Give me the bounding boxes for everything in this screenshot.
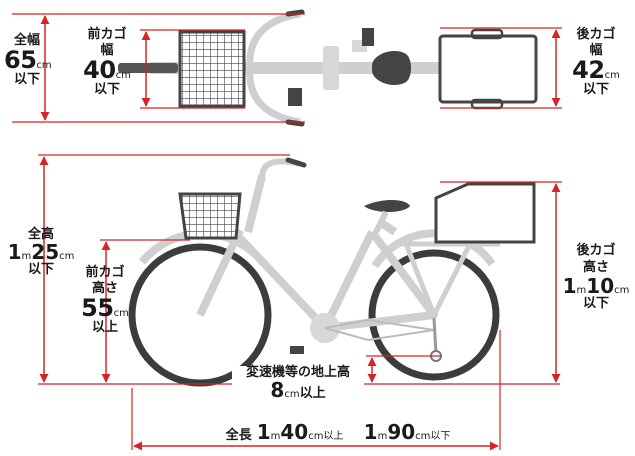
overall-length-min-cm: 40	[280, 420, 309, 444]
rear-basket-width-value: 42	[572, 56, 605, 84]
front-basket-width-label-block: 前カゴ 幅 40cm 以下	[76, 28, 138, 96]
front-basket-height-label: 前カゴ	[85, 265, 125, 280]
top-view-bicycle	[118, 9, 538, 127]
overall-width-label: 全幅	[13, 33, 40, 48]
front-basket-width-suffix: 以下	[93, 82, 120, 97]
front-basket-height-suffix: 以上	[91, 320, 118, 335]
overall-length-max-cm: 90	[387, 420, 416, 444]
front-basket-height-value: 55	[81, 294, 114, 322]
derailleur-clearance-value: 8	[270, 378, 285, 402]
top-rear-basket	[438, 34, 538, 104]
rear-basket-height-unit-cm: cm	[614, 285, 630, 296]
rear-basket	[434, 182, 536, 244]
front-basket	[178, 192, 242, 240]
derailleur-clearance-label-block: 変速機等の地上高 8cm以上	[232, 366, 364, 400]
rear-basket-height-value-cm: 10	[586, 274, 615, 298]
top-front-basket	[178, 30, 246, 108]
derailleur-arm	[432, 317, 438, 355]
overall-height-label-block: 全高 1m25cm 以下	[2, 228, 80, 276]
top-crank	[323, 46, 339, 90]
overall-width-suffix: 以下	[13, 72, 40, 87]
top-pedal-lower	[288, 88, 302, 106]
overall-length-min-unit-m: m	[270, 431, 281, 442]
front-basket-height-unit: cm	[113, 308, 129, 319]
overall-length-min-m: 1	[256, 420, 271, 444]
front-basket-width-value: 40	[83, 56, 116, 84]
overall-height-value-cm: 25	[31, 240, 60, 264]
overall-width-value: 65	[4, 46, 37, 74]
top-view-dimensions	[12, 13, 562, 123]
rear-basket-width-label2: 幅	[589, 43, 603, 58]
overall-width-label-block: 全幅 65cm 以下	[4, 33, 52, 87]
overall-length-min-suffix: 以上	[323, 431, 344, 442]
pedal	[290, 346, 304, 354]
top-rear-basket-handle-top	[470, 28, 504, 40]
derailleur-clearance-label: 変速機等の地上高	[245, 365, 350, 380]
top-pedal-upper	[362, 28, 374, 46]
seat-post	[373, 210, 389, 234]
rear-basket-width-suffix: 以下	[582, 82, 609, 97]
side-view-bicycle	[128, 157, 536, 387]
rear-basket-height-label2: 高さ	[582, 260, 609, 275]
front-wheel	[128, 243, 272, 387]
rear-basket-width-unit: cm	[604, 70, 620, 81]
front-basket-height-label2: 高さ	[91, 281, 118, 296]
front-basket-height-label-block: 前カゴ 高さ 55cm 以上	[76, 266, 134, 334]
front-basket-width-label: 前カゴ	[87, 27, 127, 42]
rear-rack	[398, 241, 500, 317]
rear-basket-height-label-block: 後カゴ 高さ 1m10cm 以下	[559, 244, 633, 310]
overall-length-max-unit-m: m	[377, 431, 388, 442]
rear-basket-height-suffix: 以下	[582, 296, 609, 311]
overall-length-max-m: 1	[363, 420, 378, 444]
handlebar-grip	[285, 157, 307, 168]
rear-basket-height-unit-m: m	[576, 285, 587, 296]
overall-height-unit-cm: cm	[59, 251, 75, 262]
overall-height-label: 全高	[27, 227, 54, 242]
overall-height-suffix: 以下	[27, 262, 54, 277]
overall-height-value-m: 1	[7, 240, 22, 264]
overall-width-unit: cm	[36, 60, 52, 71]
rear-wheel	[368, 249, 500, 381]
rear-basket-width-label: 後カゴ	[576, 27, 616, 42]
rear-basket-height-label: 後カゴ	[576, 243, 616, 258]
top-handlebar	[246, 10, 301, 126]
overall-length-max-unit-cm: cm	[415, 431, 431, 442]
overall-length-label: 全長	[225, 428, 252, 443]
derailleur-clearance-unit: cm	[284, 389, 300, 400]
front-basket-width-unit: cm	[115, 70, 131, 81]
saddle	[364, 200, 410, 212]
derailleur-clearance-suffix: 以上	[299, 386, 326, 401]
rear-basket-width-label-block: 後カゴ 幅 42cm 以下	[565, 28, 627, 96]
overall-length-label-block: 全長 1m40cm以上 1m90cm以下	[200, 422, 476, 442]
side-view-dimensions	[38, 154, 562, 451]
overall-length-min-unit-cm: cm	[308, 431, 324, 442]
top-rear-basket-handle-bottom	[470, 98, 504, 110]
rear-basket-height-value-m: 1	[562, 274, 577, 298]
top-saddle	[372, 51, 411, 85]
front-basket-width-label2: 幅	[100, 43, 114, 58]
head-tube	[244, 175, 266, 233]
overall-length-max-suffix: 以下	[430, 431, 451, 442]
overall-height-unit-m: m	[21, 251, 32, 262]
